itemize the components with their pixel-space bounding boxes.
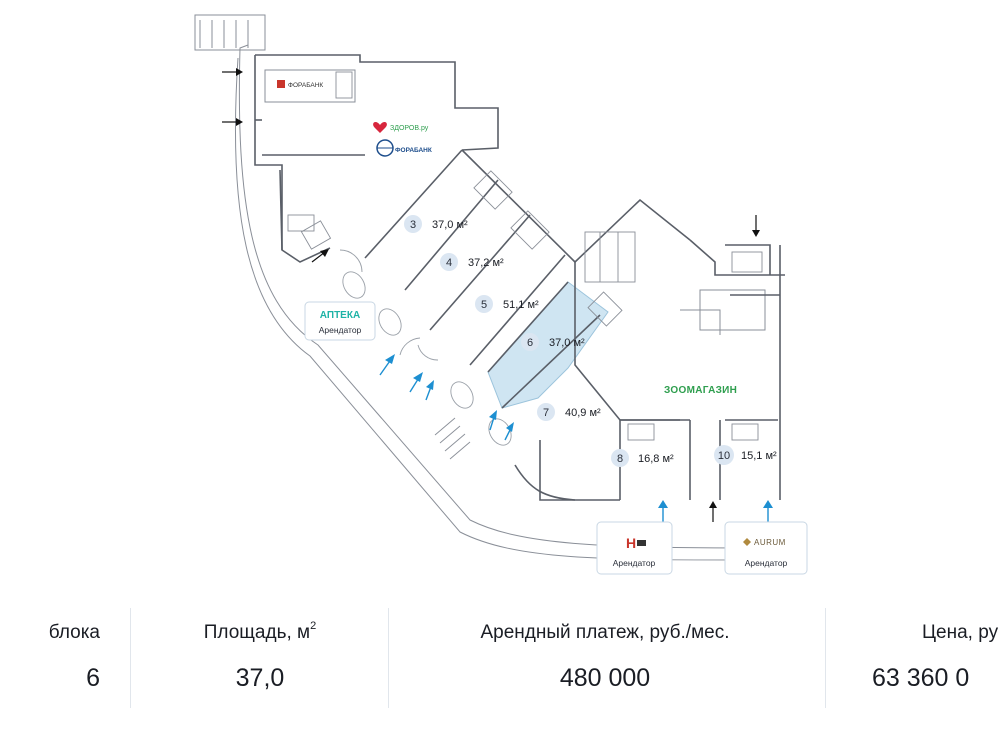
unit-badge-8[interactable]: 8 16,8 м² — [611, 449, 674, 467]
apteka-tenant-card[interactable]: АПТЕКА Арендатор — [304, 301, 376, 341]
block-label: блока — [48, 622, 100, 643]
svg-text:ФОРАБАНК: ФОРАБАНК — [395, 147, 432, 154]
forabank-emblem: ФОРАБАНК — [376, 139, 432, 157]
info-col-price: Цена, ру 63 360 0 — [870, 600, 1000, 710]
svg-text:АПТЕКА: АПТЕКА — [320, 310, 360, 321]
hi-tenant-card[interactable]: H Арендатор — [596, 521, 673, 575]
svg-text:H: H — [626, 535, 636, 551]
area-label: Площадь, м2 — [203, 620, 317, 643]
svg-text:AURUM: AURUM — [754, 538, 786, 547]
svg-text:51,1 м²: 51,1 м² — [503, 299, 539, 311]
svg-text:Арендатор: Арендатор — [613, 558, 656, 568]
svg-text:40,9 м²: 40,9 м² — [565, 407, 601, 419]
aurum-tenant-card[interactable]: AURUM Арендатор — [724, 521, 808, 575]
zoomagazin-label: ЗООМАГАЗИН — [664, 385, 737, 396]
svg-text:37,2 м²: 37,2 м² — [468, 257, 504, 269]
unit-badge-6[interactable]: 6 37,0 м² — [521, 333, 585, 351]
price-label: Цена, ру — [922, 622, 999, 643]
divider — [130, 608, 131, 708]
info-col-rent: Арендный платеж, руб./мес. 480 000 — [395, 600, 815, 710]
svg-text:Арендатор: Арендатор — [319, 325, 362, 335]
rent-value: 480 000 — [559, 664, 651, 692]
svg-text:10: 10 — [718, 450, 730, 462]
svg-text:15,1 м²: 15,1 м² — [741, 450, 777, 462]
divider — [388, 608, 389, 708]
unit-badge-4[interactable]: 4 37,2 м² — [440, 253, 504, 271]
unit-badge-10[interactable]: 10 15,1 м² — [714, 445, 777, 465]
svg-text:16,8 м²: 16,8 м² — [638, 453, 674, 465]
black-arrows — [222, 68, 760, 522]
svg-text:Арендатор: Арендатор — [745, 558, 788, 568]
unit-badge-3[interactable]: 3 37,0 м² — [404, 215, 468, 233]
svg-text:37,0 м²: 37,0 м² — [432, 219, 468, 231]
svg-text:ФОРАБАНК: ФОРАБАНК — [288, 82, 323, 89]
zdorov-logo: ЗДОРОВ.ру — [373, 121, 429, 133]
divider — [825, 608, 826, 708]
price-value: 63 360 0 — [872, 664, 970, 692]
entrance-arrows — [379, 354, 773, 522]
svg-text:6: 6 — [527, 337, 533, 349]
svg-text:8: 8 — [617, 453, 623, 465]
unit-badge-7[interactable]: 7 40,9 м² — [537, 403, 601, 421]
area-value: 37,0 — [235, 664, 285, 692]
svg-text:ЗДОРОВ.ру: ЗДОРОВ.ру — [390, 125, 429, 132]
svg-text:4: 4 — [446, 257, 452, 269]
forabank-logo: ФОРАБАНК — [277, 80, 323, 89]
info-bar: блока 6 Площадь, м2 37,0 Арендный платеж… — [0, 600, 1000, 750]
svg-text:5: 5 — [481, 299, 487, 311]
block-value: 6 — [86, 664, 100, 692]
info-col-block: блока 6 — [0, 600, 120, 710]
floor-plan: ФОРАБАНК ЗДОРОВ.ру ФОРАБАНК 3 37,0 м² 4 … — [194, 14, 808, 575]
svg-text:3: 3 — [410, 219, 416, 231]
info-col-area: Площадь, м2 37,0 — [135, 600, 385, 710]
rent-label: Арендный платеж, руб./мес. — [480, 622, 730, 643]
unit-badge-5[interactable]: 5 51,1 м² — [475, 295, 539, 313]
svg-text:7: 7 — [543, 407, 549, 419]
svg-text:37,0 м²: 37,0 м² — [549, 337, 585, 349]
